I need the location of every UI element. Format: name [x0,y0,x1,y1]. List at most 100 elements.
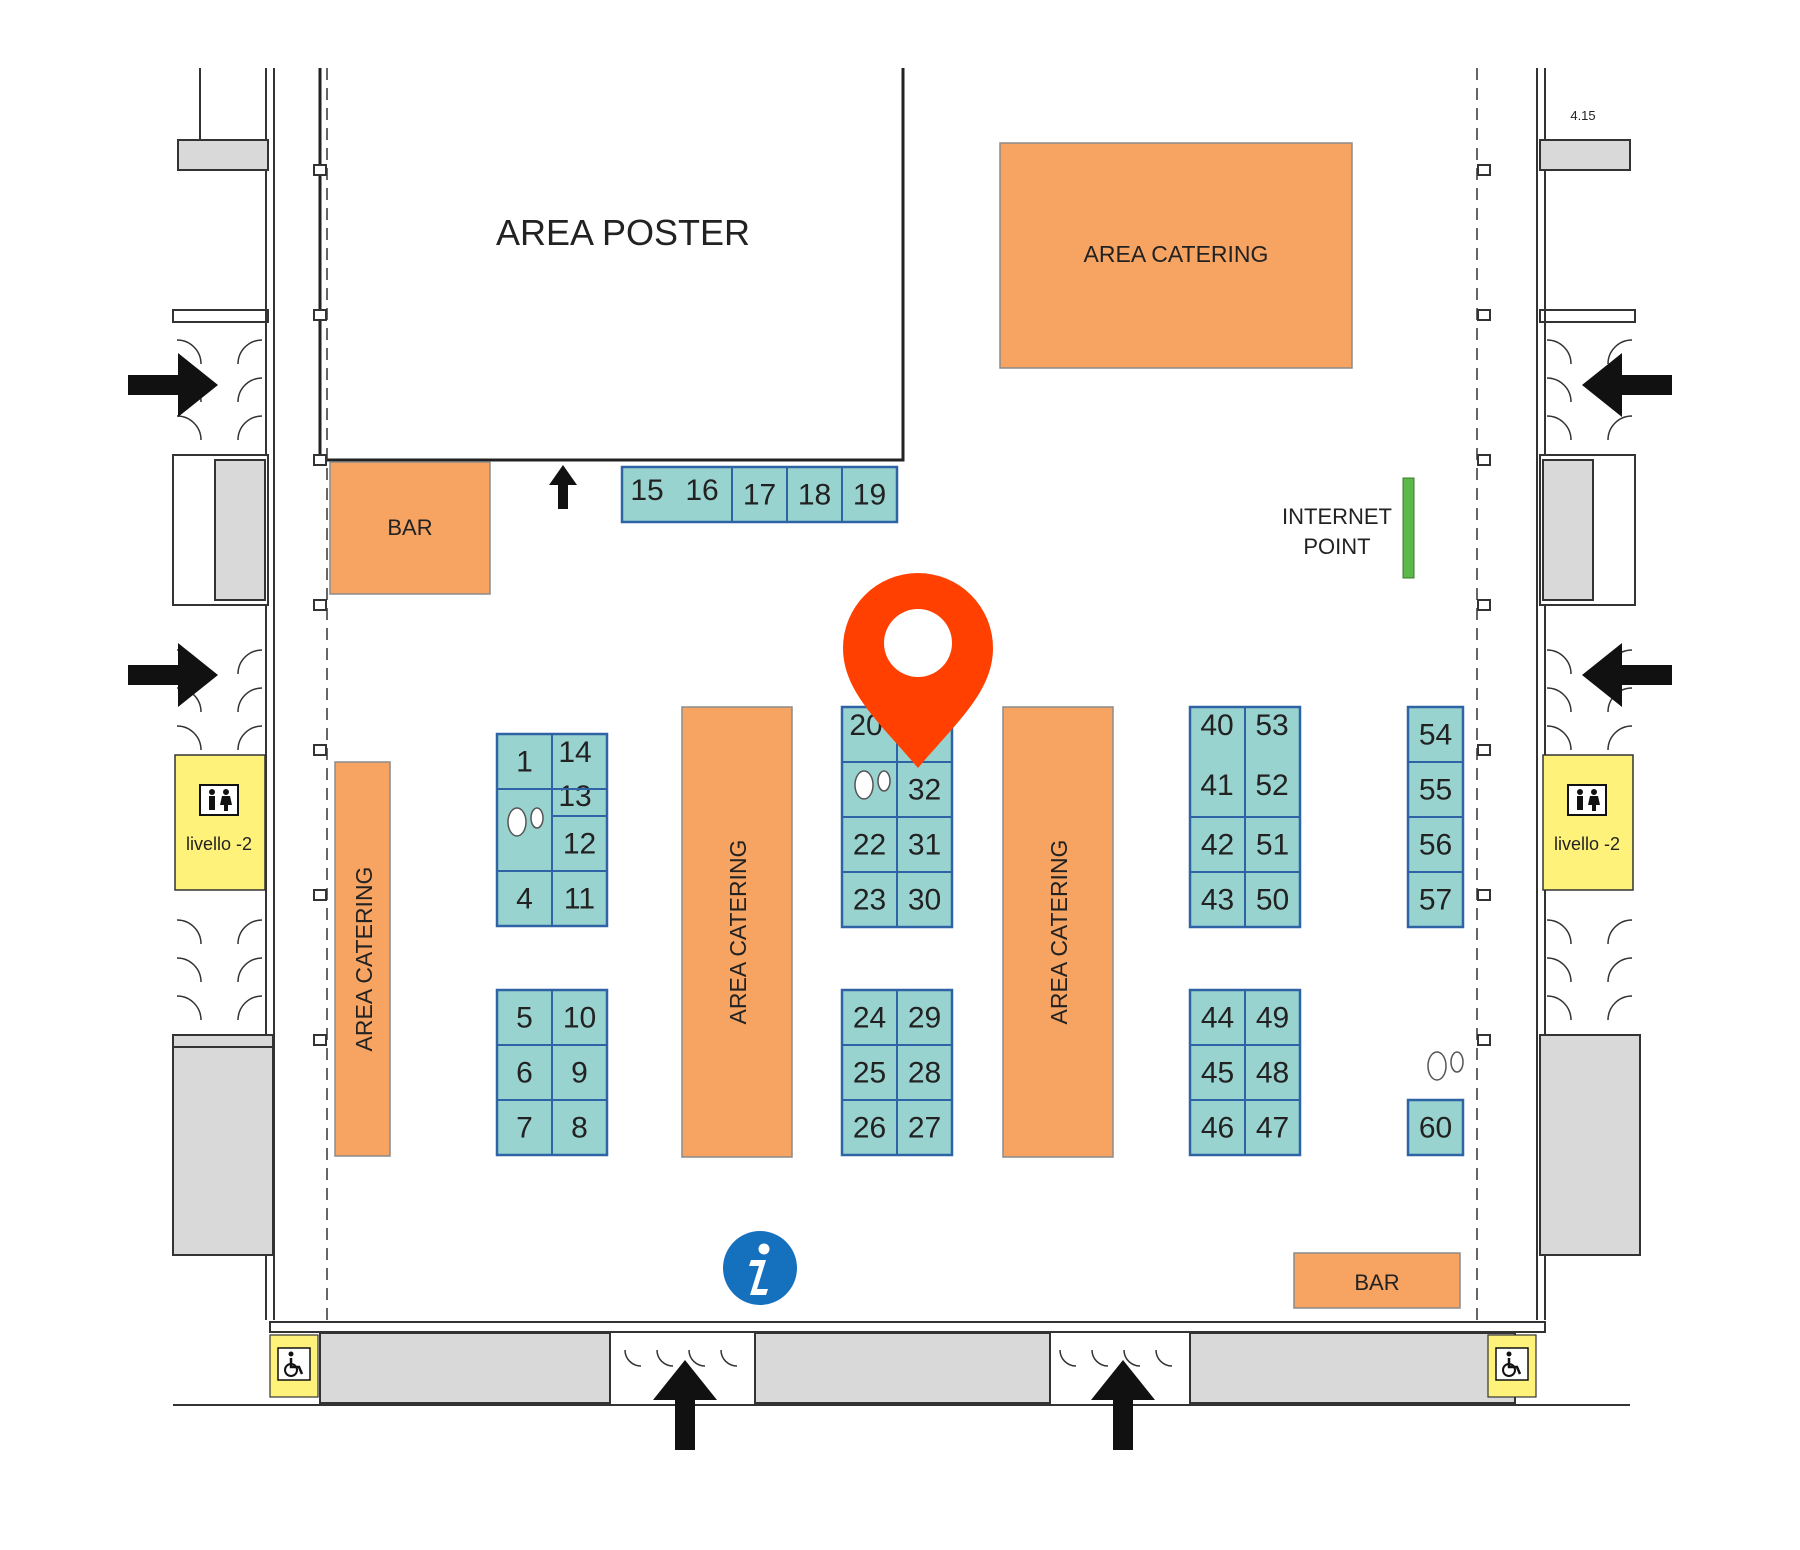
booth-29[interactable]: 29 [896,989,953,1046]
door-swing [1546,415,1572,441]
door-swing [176,995,202,1021]
door-swing [624,1349,642,1367]
booth-label: 11 [564,883,595,916]
booth-label: 44 [1201,1002,1234,1035]
door-swing [1546,687,1572,713]
door-swing [237,957,263,983]
column-marker [313,889,327,901]
booth-57[interactable]: 57 [1407,871,1464,928]
door-swing [1123,1349,1141,1367]
internet-point-label-1: INTERNET [1282,504,1392,529]
booth-label: 45 [1201,1057,1234,1090]
door-swing [237,339,263,365]
booth-label: 8 [571,1112,588,1145]
info-icon[interactable] [723,1231,797,1305]
booth-32[interactable]: 32 [896,761,953,818]
booth-label: 50 [1256,884,1289,917]
booth-41[interactable]: 41 [1200,769,1233,802]
booth-label: 1 [516,746,533,779]
booth-label: 15 [630,474,663,507]
entrance-arrow-icon [128,643,218,707]
booth-label: 22 [853,829,886,862]
booth-15[interactable]: 15 [630,474,663,507]
column-marker [1477,164,1491,176]
door-swing [1155,1349,1173,1367]
booth-54[interactable]: 54 [1407,706,1464,763]
booth-10[interactable]: 10 [551,989,608,1046]
door-swing [237,687,263,713]
booth-53[interactable]: 53 [1255,709,1288,742]
booth-label: 6 [516,1057,533,1090]
column-marker [1477,1034,1491,1046]
area-catering-right-label: AREA CATERING [1046,840,1072,1025]
booth-label: 46 [1201,1112,1234,1145]
building-walls [172,68,1641,1406]
door-swing [1546,995,1572,1021]
toilet-left [174,754,266,891]
booth-22[interactable]: 22 [841,816,898,873]
column-marker [313,164,327,176]
booth-14[interactable]: 14 [558,736,591,769]
bar-bottom-right-label: BAR [1354,1270,1399,1295]
door-swing [688,1349,706,1367]
wheelchair-icon [1495,1347,1529,1381]
door-swing [1546,957,1572,983]
booth-label: 48 [1256,1057,1289,1090]
booth-label: 52 [1255,769,1288,802]
booth-19[interactable]: 19 [841,466,898,523]
area-catering-left-label: AREA CATERING [351,867,377,1052]
booth-55[interactable]: 55 [1407,761,1464,818]
door-swing [1059,1349,1077,1367]
door-swing [1607,957,1633,983]
booth-label: 26 [853,1112,886,1145]
booth-label: 41 [1200,769,1233,802]
door-swing [1546,725,1572,751]
door-swing [176,957,202,983]
door-swing [237,995,263,1021]
booth-28[interactable]: 28 [896,1044,953,1101]
booth-60[interactable]: 60 [1407,1099,1464,1156]
booth-label: 56 [1419,829,1452,862]
column-marker [1477,889,1491,901]
bar-bottom-right [1293,1252,1461,1309]
column-marker [1477,744,1491,756]
wheelchair-icon [277,1347,311,1381]
area-catering-top-label: AREA CATERING [1084,241,1269,267]
booth-label: 16 [685,474,718,507]
booth-49[interactable]: 49 [1244,989,1301,1046]
toilet-left-label: livello -2 [186,834,252,854]
booth-label: 27 [908,1112,941,1145]
booth-52[interactable]: 52 [1255,769,1288,802]
areas-layer: AREA POSTER AREA CATERING BAR BAR AREA C… [329,108,1596,1309]
booth-label: 43 [1201,884,1234,917]
entrance-arrow-icon [549,465,577,509]
booth-13[interactable]: 13 [558,780,591,813]
dimension-note: 4.15 [1570,108,1595,123]
location-pin-icon[interactable] [843,573,993,768]
booth-label: 9 [571,1057,588,1090]
booth-label: 17 [743,479,776,512]
booth-40[interactable]: 40 [1200,709,1233,742]
column-marker [313,309,327,321]
booth-label: 18 [798,479,831,512]
booth-label: 57 [1419,884,1452,917]
booth-label: 29 [908,1002,941,1035]
booth-16[interactable]: 16 [685,474,718,507]
booth-label: 54 [1419,719,1452,752]
entrance-arrow-icon [128,353,218,417]
door-swing [1607,995,1633,1021]
entrance-arrows [128,353,1672,1450]
column-marker [1477,599,1491,611]
door-swing [1607,919,1633,945]
booth-label: 32 [908,774,941,807]
booth-label: 13 [558,780,591,813]
restroom-icon [199,784,239,816]
booth-label: 55 [1419,774,1452,807]
structural-columns [313,164,1491,1046]
booth-label: 19 [853,479,886,512]
booth-56[interactable]: 56 [1407,816,1464,873]
entrance-arrow-icon [1582,643,1672,707]
door-swing [1546,377,1572,403]
door-swing [1091,1349,1109,1367]
door-swing [237,415,263,441]
